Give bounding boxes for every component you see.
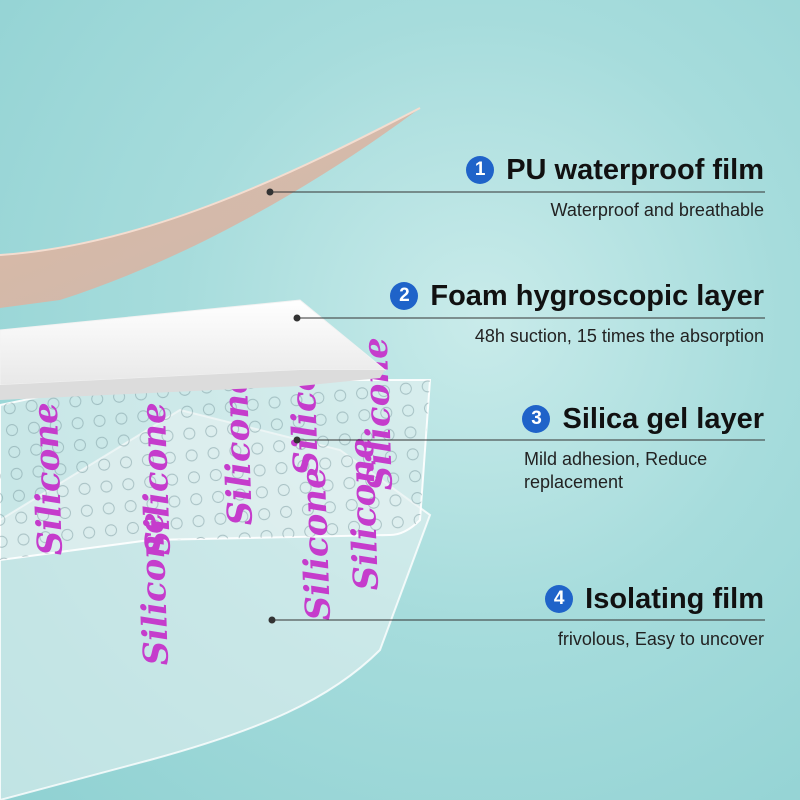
leader-dot-4	[268, 616, 276, 624]
print-mark: Silicone	[216, 372, 261, 526]
silica-gel-sheet	[0, 379, 432, 562]
layer-number-badge: 2	[390, 282, 419, 310]
callout-title: 1 PU waterproof film	[466, 153, 764, 187]
leader-dot-1	[266, 188, 274, 196]
callout-title: 4 Isolating film	[545, 582, 764, 616]
layer-description: 48h suction, 15 times the absorption	[474, 326, 764, 346]
leader-lines	[266, 188, 765, 624]
layer-description: Waterproof and breathable	[550, 200, 764, 220]
callout-isolating-film: 4 Isolating film frivolous, Easy to unco…	[545, 582, 764, 651]
callout-pu-film: 1 PU waterproof film Waterproof and brea…	[466, 153, 764, 222]
print-mark: Silicone	[342, 437, 387, 591]
print-mark: Silicone	[132, 512, 177, 666]
foam-layer-slab	[0, 299, 387, 400]
callout-title: 3 Silica gel layer	[522, 402, 764, 436]
layer-number-badge: 1	[466, 156, 495, 184]
layer-number-badge: 4	[545, 585, 574, 613]
print-mark: Silicone	[294, 467, 339, 621]
print-mark: Silicone	[134, 402, 179, 556]
layer-description: Mild adhesion, Reduce replacement	[524, 449, 708, 492]
silicone-print-marks: Silicone Silicone Silicone Silicone Sili…	[26, 322, 401, 666]
callout-foam-layer: 2 Foam hygroscopic layer 48h suction, 15…	[390, 279, 764, 348]
layer-description: frivolous, Easy to uncover	[557, 629, 764, 649]
layer-number-badge: 3	[522, 405, 551, 433]
leader-dot-3	[293, 436, 301, 444]
layer-title: Foam hygroscopic layer	[430, 280, 764, 312]
layer-title: PU waterproof film	[506, 154, 764, 186]
layer-title: Isolating film	[585, 583, 764, 615]
pu-film-sheet	[0, 107, 421, 308]
layer-title: Silica gel layer	[562, 403, 764, 435]
leader-dot-2	[293, 314, 301, 322]
callout-silica-gel: 3 Silica gel layer Mild adhesion, Reduce…	[522, 402, 764, 494]
print-mark: Silicone	[26, 402, 71, 556]
callout-title: 2 Foam hygroscopic layer	[390, 279, 764, 313]
